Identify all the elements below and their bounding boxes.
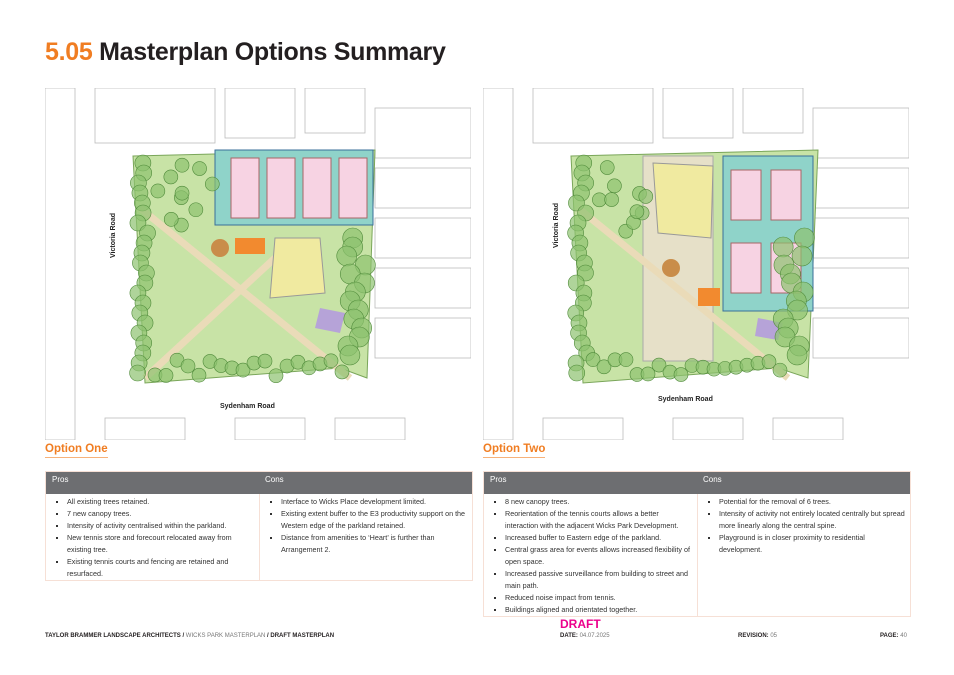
tree-canopy — [761, 354, 777, 369]
list-item: Reduced noise impact from tennis. — [505, 592, 693, 604]
tree-canopy — [323, 353, 339, 369]
pros-header: Pros — [52, 475, 69, 484]
tree-canopy — [339, 344, 361, 366]
tree-canopy — [568, 364, 586, 382]
footer-credits: TAYLOR BRAMMER LANDSCAPE ARCHITECTS / WI… — [45, 632, 334, 640]
date: 04.07.2025 — [579, 633, 610, 639]
list-item: 7 new canopy trees. — [67, 508, 255, 520]
list-item: Reorientation of the tennis courts allow… — [505, 508, 693, 532]
pros-header: Pros — [490, 475, 507, 484]
tree-canopy — [651, 357, 667, 373]
tree-canopy — [607, 178, 622, 194]
cons-list: Interface to Wicks Place development lim… — [264, 496, 468, 556]
tree-canopy — [772, 362, 788, 378]
doc-type: DRAFT MASTERPLAN — [270, 633, 335, 639]
footer-revision: REVISION: 05 — [738, 632, 777, 640]
cons-list: Potential for the removal of 6 trees.Int… — [702, 496, 906, 556]
tree-canopy — [334, 364, 350, 380]
footer-date: DATE: 04.07.2025 — [560, 632, 610, 640]
sep: / — [265, 633, 271, 639]
road-label-victoria: Victoria Road — [553, 203, 560, 248]
tree-canopy — [192, 161, 207, 176]
tree-canopy — [205, 176, 220, 192]
tree-canopy — [150, 183, 166, 199]
list-item: Intensity of activity not entirely locat… — [719, 508, 906, 532]
list-item: Playground is in closer proximity to res… — [719, 532, 906, 556]
tree-canopy — [163, 212, 179, 227]
title-text: Masterplan Options Summary — [99, 38, 446, 66]
tree-canopy — [336, 245, 358, 267]
option-two-table: Pros Cons 8 new canopy trees.Reorientatio… — [483, 471, 911, 617]
page-label: PAGE: — [880, 633, 899, 639]
list-item: Existing tennis courts and fencing are r… — [67, 556, 255, 580]
date-label: DATE: — [560, 633, 578, 639]
masterplan-option-two-map: Victoria Road Sydenham Road — [483, 88, 909, 440]
tree-canopy — [629, 204, 645, 219]
tree-canopy — [772, 236, 794, 258]
company: TAYLOR BRAMMER LANDSCAPE ARCHITECTS — [45, 633, 181, 639]
tree-canopy — [158, 368, 174, 383]
tree-canopy — [188, 202, 204, 218]
tree-canopy — [180, 358, 196, 374]
tree-canopy — [640, 366, 656, 382]
tree-canopy — [791, 245, 813, 267]
pros-list: All existing trees retained.7 new canopy… — [50, 496, 255, 580]
list-item: 8 new canopy trees. — [505, 496, 693, 508]
tree-canopy — [235, 362, 251, 378]
road-label-victoria: Victoria Road — [110, 213, 117, 258]
draft-stamp: DRAFT — [560, 617, 601, 631]
list-item: New tennis store and forecourt relocated… — [67, 532, 255, 556]
list-item: Increased passive surveillance from buil… — [505, 568, 693, 592]
cons-header: Cons — [265, 475, 284, 484]
list-item: All existing trees retained. — [67, 496, 255, 508]
tree-canopy — [599, 160, 615, 175]
tree-canopy — [191, 367, 207, 383]
cons-header: Cons — [703, 475, 722, 484]
option-two-heading: Option Two — [483, 443, 546, 458]
tree-canopy — [174, 157, 190, 173]
pros-list: 8 new canopy trees.Reorientation of the … — [488, 496, 693, 616]
road-label-sydenham: Sydenham Road — [220, 403, 275, 410]
footer-page: PAGE: 40 — [880, 632, 907, 640]
tree-canopy — [786, 344, 808, 366]
tree-canopy — [592, 192, 607, 208]
tree-canopy — [268, 368, 284, 384]
tree-canopy — [257, 353, 273, 369]
list-item: Central grass area for events allows inc… — [505, 544, 693, 568]
option-one-heading: Option One — [45, 443, 108, 458]
list-item: Potential for the removal of 6 trees. — [719, 496, 906, 508]
tree-canopy — [129, 364, 146, 382]
revision-label: REVISION: — [738, 633, 769, 639]
list-item: Distance from amenities to ‘Heart’ is fu… — [281, 532, 468, 556]
tree-canopy — [596, 359, 612, 375]
project: WICKS PARK MASTERPLAN — [185, 633, 266, 639]
masterplan-option-one-map: Victoria Road Sydenham Road — [45, 88, 471, 440]
sep: / — [180, 633, 186, 639]
list-item: Existing extent buffer to the E3 product… — [281, 508, 468, 532]
page-title: 5.05 Masterplan Options Summary — [45, 38, 446, 67]
road-label-sydenham: Sydenham Road — [658, 396, 713, 403]
list-item: Interface to Wicks Place development lim… — [281, 496, 468, 508]
list-item: Increased buffer to Eastern edge of the … — [505, 532, 693, 544]
tree-canopy — [673, 367, 689, 382]
list-item: Buildings aligned and orientated togethe… — [505, 604, 693, 616]
tree-canopy — [585, 352, 601, 367]
tree-canopy — [163, 169, 179, 185]
page-number: 40 — [900, 633, 907, 639]
list-item: Intensity of activity centralised within… — [67, 520, 255, 532]
tree-canopy — [638, 189, 654, 204]
tree-canopy — [604, 192, 619, 207]
revision: 05 — [770, 633, 778, 639]
tree-canopy — [794, 227, 815, 249]
tree-canopy — [618, 352, 634, 367]
section-number: 5.05 — [45, 38, 93, 66]
tree-canopy — [174, 185, 190, 201]
option-one-table: Pros Cons All existing trees retained.7 n… — [45, 471, 473, 581]
